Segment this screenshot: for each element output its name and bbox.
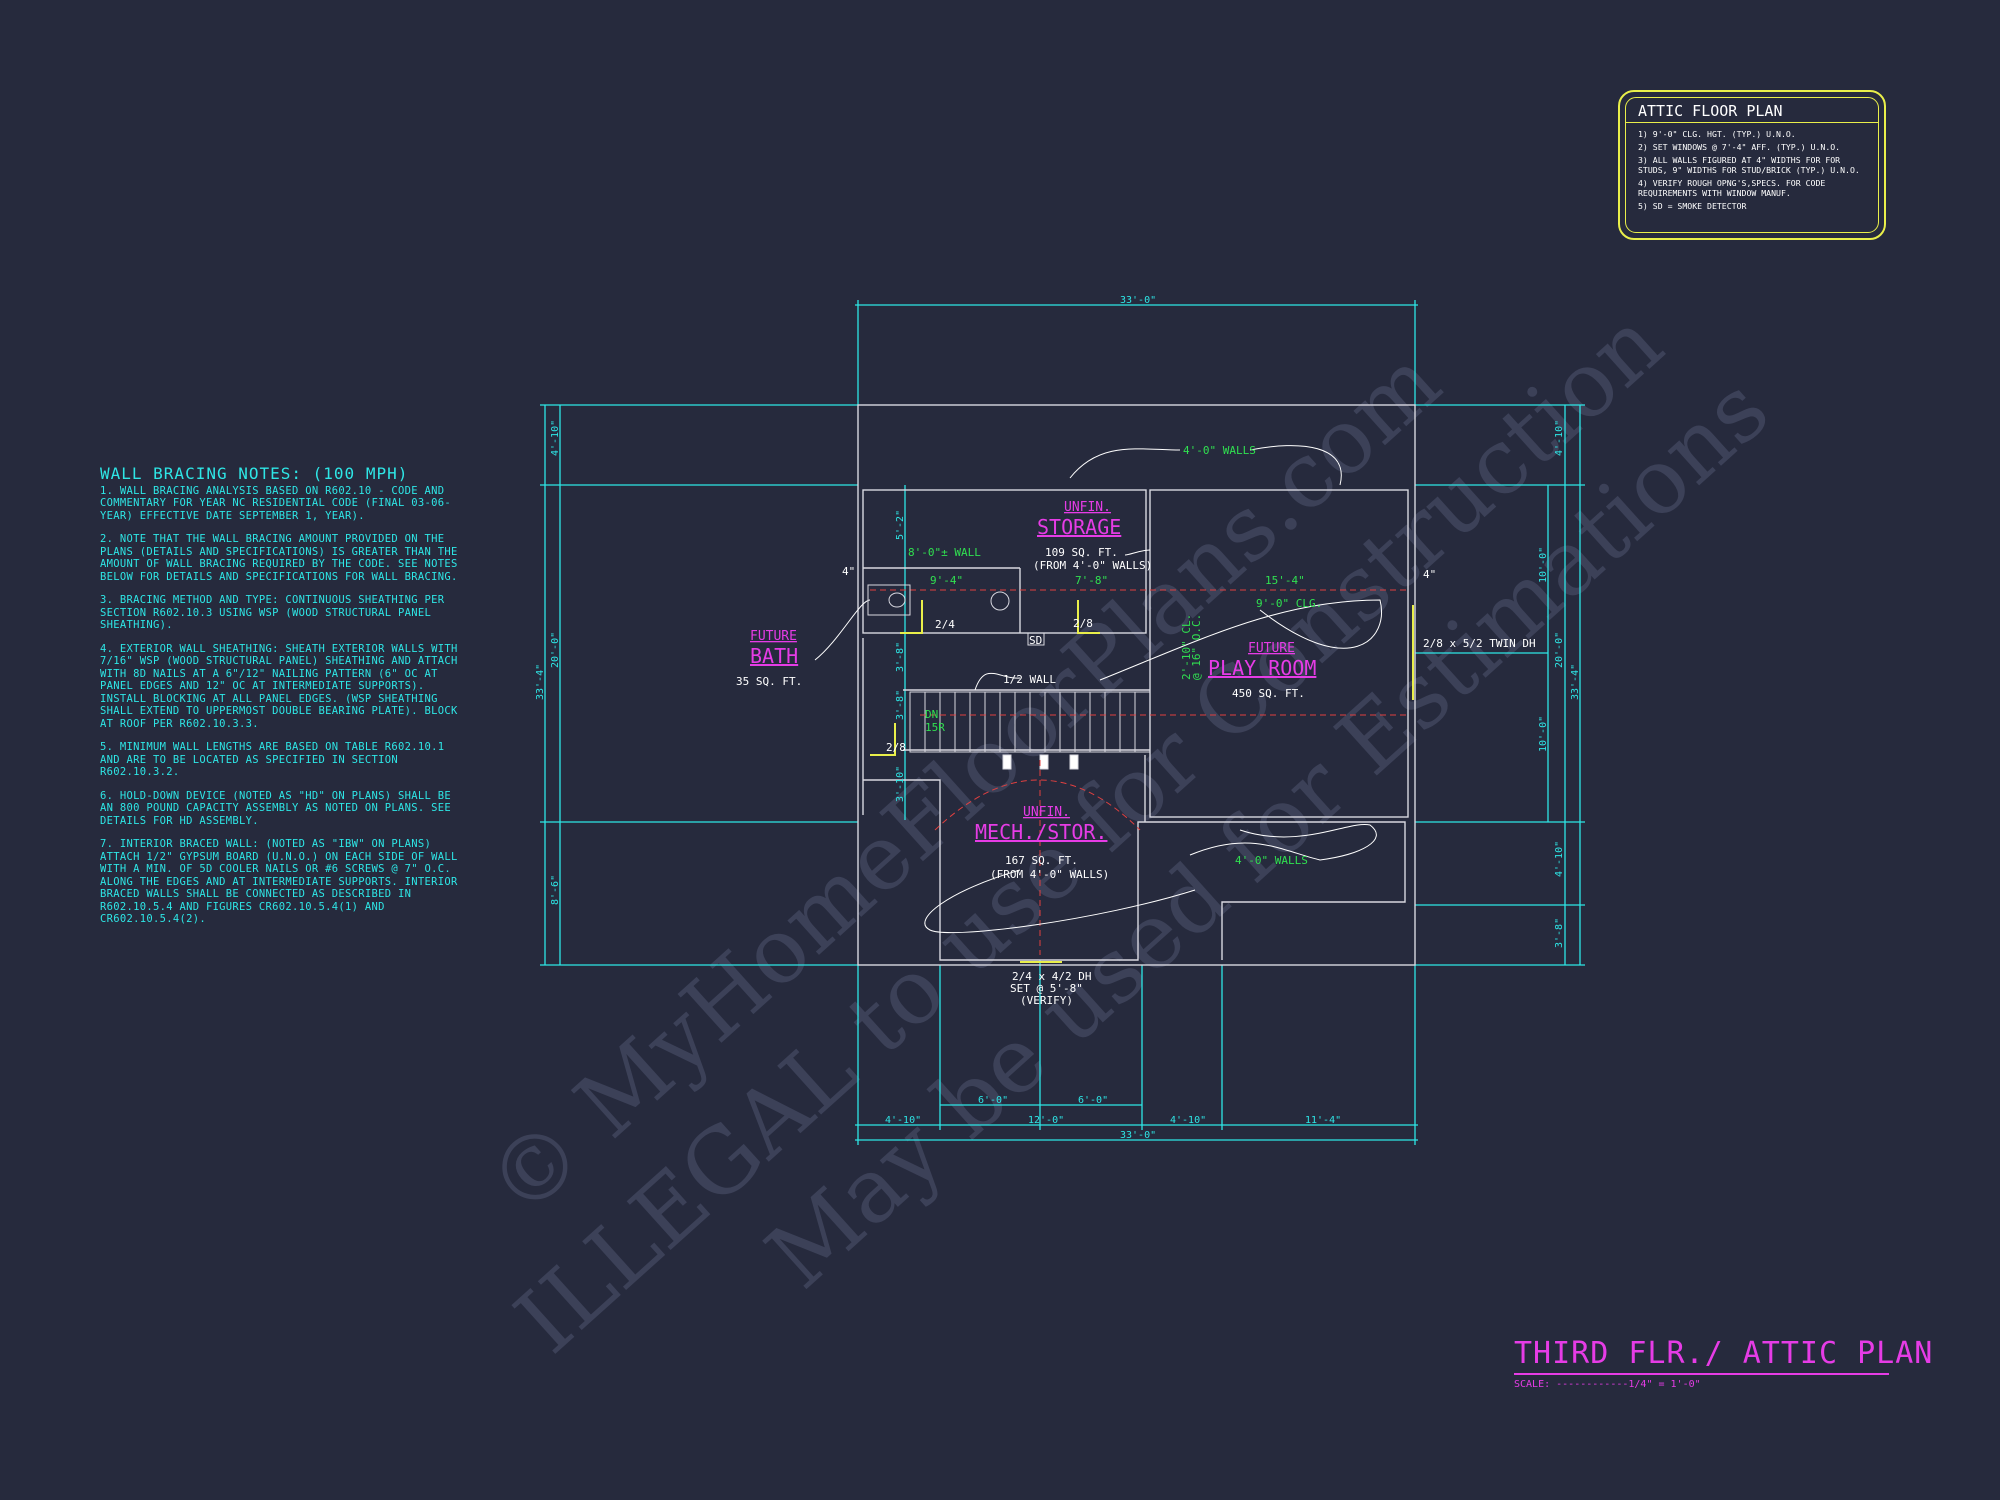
- legend-list: 1) 9'-0" CLG. HGT. (TYP.) U.N.O. 2) SET …: [1626, 129, 1878, 211]
- room-mech-tag: UNFIN.: [1023, 805, 1070, 820]
- dim-right-mid: 20'-0": [1554, 632, 1565, 668]
- label-window-bottom-1: 2/4 x 4/2 DH: [1012, 970, 1091, 983]
- dimension-lines: [540, 300, 1585, 1145]
- label-half-wall: 1/2 WALL: [1003, 673, 1056, 686]
- room-playroom-tag: FUTURE: [1248, 641, 1295, 656]
- doors: [870, 600, 1414, 963]
- label-dn: DN: [925, 708, 938, 721]
- ceiling-lines: [870, 589, 1410, 955]
- room-mech-note: (FROM 4'-0" WALLS): [990, 868, 1109, 881]
- legend-item: 2) SET WINDOWS @ 7'-4" AFF. (TYP.) U.N.O…: [1638, 142, 1841, 152]
- room-storage-tag: UNFIN.: [1064, 500, 1111, 515]
- label-walls-bottom: 4'-0" WALLS: [1235, 854, 1308, 867]
- label-vert-oc: @ 16" O.C.: [1190, 614, 1203, 680]
- label-window-right: 2/8 x 5/2 TWIN DH: [1423, 637, 1536, 650]
- legend-inner-border: ATTIC FLOOR PLAN 1) 9'-0" CLG. HGT. (TYP…: [1625, 97, 1879, 233]
- label-sd: SD: [1029, 634, 1042, 647]
- label-dim-4in-b: 4": [1423, 568, 1436, 581]
- label-door-28-a: 2/8: [1073, 617, 1093, 630]
- fixtures: [867, 584, 1045, 646]
- label-wall-8: 8'-0"± WALL: [908, 546, 981, 559]
- dim-right-overall: 33'-4": [1570, 664, 1581, 700]
- dim-bottom-seg-4: 11'-4": [1305, 1115, 1341, 1126]
- label-vert-clg: 2'-10" CL.: [1180, 614, 1193, 680]
- wall-bracing-note-3: 3. BRACING METHOD AND TYPE: CONTINUOUS S…: [100, 594, 445, 631]
- legend-item: 5) SD = SMOKE DETECTOR: [1638, 201, 1747, 211]
- room-bath-area: 35 SQ. FT.: [736, 675, 802, 688]
- room-bath: FUTURE BATH 35 SQ. FT.: [736, 629, 802, 688]
- leaders: [814, 445, 1382, 934]
- room-playroom-name: PLAY ROOM: [1208, 656, 1316, 680]
- walls: [857, 404, 1416, 966]
- room-bath-tag: FUTURE: [750, 629, 797, 644]
- dim-bottom-sub-2: 6'-0": [1078, 1095, 1108, 1106]
- wall-bracing-note-6: 6. HOLD-DOWN DEVICE (NOTED AS "HD" ON PL…: [100, 789, 451, 827]
- title-block: THIRD FLR./ ATTIC PLAN SCALE: ----------…: [1514, 1336, 1932, 1390]
- dim-bottom-overall: 33'-0": [1120, 1130, 1156, 1141]
- legend-title: ATTIC FLOOR PLAN: [1626, 98, 1878, 123]
- dim-left-inner-3: 3'-8": [895, 690, 906, 720]
- room-playroom-area: 450 SQ. FT.: [1232, 687, 1305, 700]
- dim-left-seg-2: 20'-0": [550, 632, 561, 668]
- room-storage-name: STORAGE: [1037, 515, 1121, 539]
- dim-left-seg-3: 8'-6": [550, 875, 561, 905]
- room-mech: UNFIN. MECH./STOR. 167 SQ. FT. (FROM 4'-…: [975, 805, 1109, 881]
- dim-right-seg-4: 4'-10": [1554, 841, 1565, 877]
- wall-bracing-note-2: 2. NOTE THAT THE WALL BRACING AMOUNT PRO…: [100, 533, 458, 583]
- label-dim-9-4: 9'-4": [930, 574, 963, 587]
- wall-bracing-notes: WALL BRACING NOTES: (100 MPH) 1. WALL BR…: [100, 464, 460, 937]
- dim-left-overall: 33'-4": [535, 664, 546, 700]
- room-mech-name: MECH./STOR.: [975, 820, 1107, 844]
- dim-left-inner-1: 5'-2": [895, 510, 906, 540]
- wall-bracing-heading: WALL BRACING NOTES: (100 MPH): [100, 464, 409, 483]
- attic-floor-plan-legend: ATTIC FLOOR PLAN 1) 9'-0" CLG. HGT. (TYP…: [1618, 90, 1886, 240]
- label-door-28-b: 2/8: [886, 741, 906, 754]
- dim-bottom-sub-1: 6'-0": [978, 1095, 1008, 1106]
- stairs: [909, 691, 1151, 770]
- dim-right-seg-5: 3'-8": [1554, 918, 1565, 948]
- dim-right-seg-2: 10'-0": [1538, 547, 1549, 583]
- label-risers: 15R: [925, 721, 945, 734]
- room-bath-name: BATH: [750, 644, 798, 668]
- label-window-bottom-3: (VERIFY): [1020, 994, 1073, 1007]
- legend-item: 4) VERIFY ROUGH OPNG'S,SPECS. FOR CODE R…: [1638, 178, 1826, 198]
- room-mech-area: 167 SQ. FT.: [1005, 854, 1078, 867]
- wall-bracing-note-4: 4. EXTERIOR WALL SHEATHING: SHEATH EXTER…: [100, 642, 458, 730]
- room-storage-note: (FROM 4'-0" WALLS): [1033, 559, 1152, 572]
- label-door-24: 2/4: [935, 618, 955, 631]
- room-playroom: FUTURE PLAY ROOM 450 SQ. FT.: [1208, 641, 1316, 700]
- plan-scale: SCALE: ------------1/4" = 1'-0": [1514, 1379, 1701, 1390]
- wall-bracing-note-7: 7. INTERIOR BRACED WALL: (NOTED AS "IBW"…: [100, 838, 458, 925]
- dim-left-inner-2: 3'-8": [895, 642, 906, 672]
- dim-left-seg-1: 4'-10": [550, 420, 561, 456]
- plan-title: THIRD FLR./ ATTIC PLAN: [1514, 1336, 1932, 1375]
- room-storage: UNFIN. STORAGE 109 SQ. FT. (FROM 4'-0" W…: [1033, 500, 1152, 572]
- label-window-bottom-2: SET @ 5'-8": [1010, 982, 1083, 995]
- label-dim-4in-a: 4": [842, 565, 855, 578]
- label-clg-9: 9'-0" CLG.: [1256, 597, 1322, 610]
- wall-bracing-note-1: 1. WALL BRACING ANALYSIS BASED ON R602.1…: [100, 484, 451, 522]
- label-dim-15-4: 15'-4": [1265, 574, 1305, 587]
- dim-bottom-seg-3: 4'-10": [1170, 1115, 1206, 1126]
- wall-bracing-note-5: 5. MINIMUM WALL LENGTHS ARE BASED ON TAB…: [100, 741, 445, 778]
- dim-right-seg-3: 10'-0": [1538, 716, 1549, 752]
- dim-left-inner-4: 3'-10": [895, 766, 906, 802]
- legend-item: 1) 9'-0" CLG. HGT. (TYP.) U.N.O.: [1638, 129, 1796, 139]
- dim-top-overall: 33'-0": [1120, 295, 1156, 306]
- dim-bottom-seg-2: 12'-0": [1028, 1115, 1064, 1126]
- label-dim-7-8: 7'-8": [1075, 574, 1108, 587]
- legend-item: 3) ALL WALLS FIGURED AT 4" WIDTHS FOR FO…: [1638, 155, 1860, 175]
- dim-bottom-seg-1: 4'-10": [885, 1115, 921, 1126]
- room-storage-area: 109 SQ. FT.: [1045, 546, 1118, 559]
- label-walls-top: 4'-0" WALLS: [1183, 444, 1256, 457]
- dim-right-seg-1: 4'-10": [1554, 420, 1565, 456]
